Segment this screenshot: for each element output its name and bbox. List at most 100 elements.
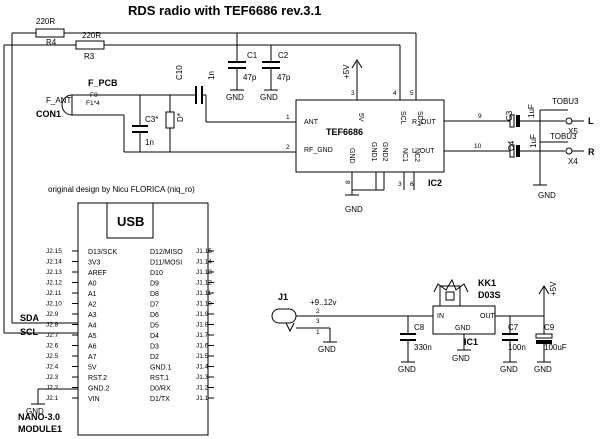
nano-right-pin-conn: J1.15 (196, 248, 212, 255)
jack-voltage: +9..12v (310, 298, 336, 307)
nano-right-pin-name: D2 (150, 354, 159, 361)
c3-ref: C3 (505, 110, 514, 121)
resistor-r4: 220R R4 (12, 17, 416, 47)
gnd-label: GND (398, 365, 416, 374)
gnd-label: GND (318, 345, 336, 354)
tef6686-ic: TEF6686 ANT RF_GND 5V SCL SDA R_OUT L_OU… (295, 99, 445, 188)
svg-text:1: 1 (286, 114, 290, 121)
regulator-in: IN (437, 313, 444, 320)
jack-pin-2: 2 (316, 308, 320, 315)
nano-right-pin-conn: J1.6 (196, 343, 209, 350)
tobu-bottom-label: TOBU3 (550, 132, 577, 141)
r3-value: 220R (82, 31, 101, 40)
nano-right-pin-conn: J1.9 (196, 311, 209, 318)
c3star-value: 1n (145, 138, 154, 147)
resistor-r3: 220R R3 (4, 31, 400, 61)
jack-pin-3: 3 (316, 318, 320, 325)
pin-ant: ANT (304, 119, 319, 126)
c2-ref: C2 (278, 51, 289, 60)
c1-value: 47p (243, 73, 257, 82)
nano-right-pins: J1.15D12/MISOJ1.14D11/MOSIJ1.13D10J1.12D… (150, 248, 214, 403)
svg-text:10: 10 (474, 143, 482, 150)
c2-value: 47p (277, 73, 291, 82)
nano-left-pin-conn: J2.6 (46, 343, 59, 350)
nano-left-pin-name: VIN (88, 396, 100, 403)
left-channel-label: L (588, 116, 594, 126)
nano-left-pin-conn: J2.8 (46, 322, 59, 329)
svg-text:2: 2 (286, 144, 290, 151)
nano-gnd-label: GND (26, 407, 44, 416)
svg-text:9: 9 (478, 113, 482, 120)
nano-left-pin-conn: J2.11 (46, 290, 62, 297)
nano-left-pin-conn: J2.2 (46, 385, 59, 392)
pin-scl: SCL (399, 111, 406, 125)
nano-right-pin-conn: J1.10 (196, 301, 212, 308)
nano-right-pin-conn: J1.12 (196, 280, 212, 287)
gnd-label: GND (226, 93, 244, 102)
right-channel-label: R (588, 147, 595, 157)
tef-name: TEF6686 (326, 127, 363, 137)
svg-text:5: 5 (410, 90, 414, 97)
c4-value: 1uF (529, 134, 538, 148)
nano-left-pin-name: A7 (88, 354, 97, 361)
regulator-out: OUT (480, 313, 496, 320)
regulator-part: D03S (478, 290, 501, 300)
nano-left-pin-conn: J2.13 (46, 269, 62, 276)
nano-left-pin-name: GND.2 (88, 386, 110, 393)
c8-ref: C8 (414, 323, 425, 332)
tobu-top-label: TOBU3 (552, 97, 579, 106)
jack-pin-1: 1 (316, 329, 320, 336)
nano-left-pin-name: A5 (88, 333, 97, 340)
nano-left-pin-name: A4 (88, 323, 97, 330)
pin-rf-gnd: RF_GND (304, 147, 333, 154)
c10-value: 1n (207, 71, 216, 80)
x4-label: X4 (568, 157, 578, 166)
c9-ref: C9 (544, 323, 555, 332)
v5-label: +5V (549, 281, 558, 296)
gnd-label: GND (345, 205, 363, 214)
nano-right-pin-name: GND.1 (150, 365, 172, 372)
nano-right-pin-name: D5 (150, 323, 159, 330)
svg-text:3: 3 (351, 90, 355, 97)
gnd-label: GND (534, 365, 552, 374)
nano-left-pin-name: A6 (88, 344, 97, 351)
pin-gnd2: GND2 (381, 142, 388, 162)
antenna-pin-f1: F1*4 (86, 100, 100, 107)
nano-right-pin-conn: J1.7 (196, 332, 209, 339)
design-credit: original design by Nicu FLORICA (niq_ro) (48, 185, 195, 194)
gnd-label: GND (538, 191, 556, 200)
pin-nc2: NC2 (413, 148, 420, 162)
nano-right-pin-conn: J1.8 (196, 322, 209, 329)
gnd-label: GND (500, 365, 518, 374)
antenna-connector-ref: CON1 (36, 109, 61, 119)
jack-ref: J1 (278, 292, 288, 302)
nano-left-pin-conn: J2.3 (46, 374, 59, 381)
capacitor-c10: C10 1n 1 (170, 65, 296, 123)
regulator-ic1: KK1 D03S IN OUT GND IC1 GND (432, 278, 501, 363)
pin-r-out: R_OUT (412, 119, 436, 126)
nano-right-pin-name: D3 (150, 344, 159, 351)
nano-right-pin-conn: J1.3 (196, 374, 209, 381)
svg-text:3: 3 (398, 181, 402, 188)
nano-left-pin-name: A1 (88, 291, 97, 298)
c4-ref: C4 (507, 140, 516, 151)
nano-left-pin-conn: J2.4 (46, 364, 59, 371)
antenna-connector: F_PCB F_ANT F0 F1*4 CON1 (36, 78, 118, 119)
regulator-ref: IC1 (464, 337, 478, 347)
svg-text:6: 6 (410, 181, 414, 188)
nano-right-pin-name: D7 (150, 302, 159, 309)
pin-nc1: NC1 (401, 148, 408, 162)
nano-right-pin-name: RST.1 (150, 375, 169, 382)
usb-label: USB (117, 214, 144, 229)
nano-right-pin-name: D6 (150, 312, 159, 319)
nano-left-pin-conn: J2.15 (46, 248, 62, 255)
c9-value: 100uF (544, 343, 567, 352)
capacitor-c4: 10 C4 1uF (444, 134, 565, 158)
nano-left-pin-name: 3V3 (88, 260, 101, 267)
supply-5v-tef: +5V 3 (342, 59, 363, 100)
tef-ref: IC2 (428, 178, 442, 188)
capacitor-c8: C8 330n GND (398, 316, 432, 374)
capacitor-c3star: C3* 1n (132, 95, 158, 152)
